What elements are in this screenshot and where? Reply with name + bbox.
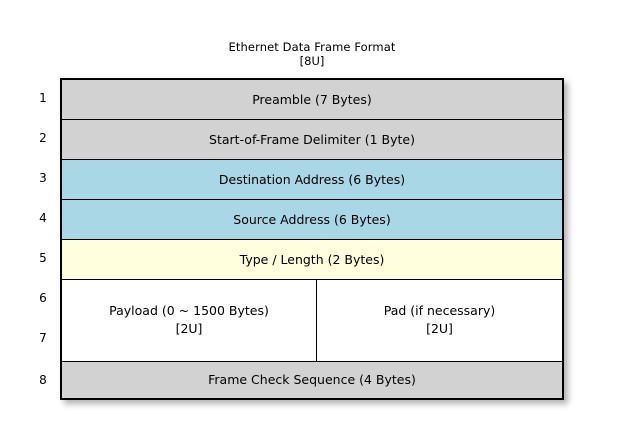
frame-row-type-length: Type / Length (2 Bytes) [62, 240, 562, 280]
frame-row-label: Start-of-Frame Delimiter (1 Byte) [209, 131, 415, 147]
frame-cell-label: Payload (0 ~ 1500 Bytes) [109, 302, 269, 318]
frame-row-source-address: Source Address (6 Bytes) [62, 200, 562, 240]
frame-row-payload-pad: Payload (0 ~ 1500 Bytes) [2U] Pad (if ne… [62, 280, 562, 362]
frame-row-fcs: Frame Check Sequence (4 Bytes) [62, 362, 562, 398]
frame-cell-payload: Payload (0 ~ 1500 Bytes) [2U] [62, 280, 317, 361]
diagram-title: Ethernet Data Frame Format [228, 40, 396, 54]
frame-row-label: Frame Check Sequence (4 Bytes) [208, 372, 416, 387]
row-number-7: 7 [39, 331, 47, 345]
frame-row-label: Preamble (7 Bytes) [252, 91, 372, 107]
row-number-1: 1 [39, 91, 47, 105]
frame-cell-sublabel: [2U] [175, 320, 203, 336]
row-number-5: 5 [39, 251, 47, 265]
row-number-4: 4 [39, 211, 47, 225]
row-number-6: 6 [39, 291, 47, 305]
frame-cell-sublabel: [2U] [426, 320, 453, 336]
ethernet-frame-table: Preamble (7 Bytes) Start-of-Frame Delimi… [60, 78, 564, 400]
frame-row-sfd: Start-of-Frame Delimiter (1 Byte) [62, 120, 562, 160]
frame-cell-label: Pad (if necessary) [383, 302, 496, 318]
frame-row-destination-address: Destination Address (6 Bytes) [62, 160, 562, 200]
row-number-2: 2 [39, 131, 47, 145]
row-number-3: 3 [39, 171, 47, 185]
frame-row-label: Destination Address (6 Bytes) [218, 171, 406, 187]
row-number-8: 8 [39, 373, 47, 387]
diagram-subtitle: [8U] [299, 54, 325, 68]
frame-cell-pad: Pad (if necessary) [2U] [317, 280, 562, 361]
row-number-gutter: 1 2 3 4 5 6 7 8 [30, 78, 56, 400]
frame-row-label: Source Address (6 Bytes) [233, 211, 391, 227]
frame-row-preamble: Preamble (7 Bytes) [62, 80, 562, 120]
frame-row-label: Type / Length (2 Bytes) [239, 251, 385, 267]
diagram-title-block: Ethernet Data Frame Format [8U] [60, 40, 564, 68]
